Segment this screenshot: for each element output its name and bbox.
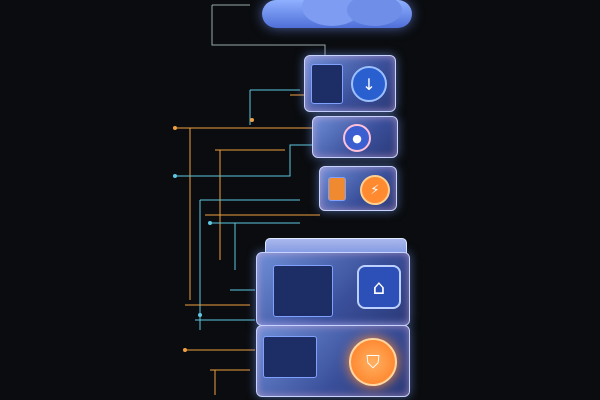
cloud-icon [262,0,417,30]
server-box-location: ⌂ [256,252,410,326]
code-screen [273,265,333,317]
line [185,304,255,395]
shield-icon: ⛉ [349,338,397,386]
line [195,289,255,321]
location-pin-icon: ⌂ [357,265,401,309]
lock-icon: ● [343,124,371,152]
server-box-power: ⚡ [319,166,397,211]
download-icon: ↓ [351,66,387,102]
status-panel [328,177,346,201]
line [199,199,300,330]
line [249,89,300,125]
line [210,222,300,270]
server-box-lock: ● [312,116,398,158]
dashboard-screen [263,336,317,378]
server-box-download: ↓ [304,55,396,112]
lightning-icon: ⚡ [360,175,390,205]
gear-panel [311,64,343,104]
line [211,4,326,55]
line [215,149,285,260]
line [175,127,315,300]
server-box-shield: ⛉ [256,325,410,397]
line [175,144,315,177]
